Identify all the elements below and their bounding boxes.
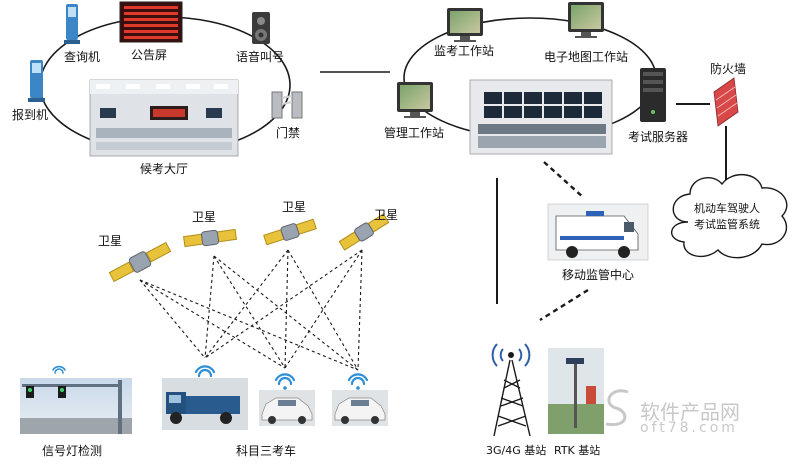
exam-server-label: 考试服务器 — [628, 130, 689, 144]
mobile-base-dash — [539, 288, 589, 322]
mgmt-station-label: 管理工作站 — [384, 126, 445, 140]
gate-label: 门禁 — [276, 126, 301, 140]
mgmt-workstation-icon — [397, 82, 433, 118]
cloud-text-line1: 机动车驾驶人 — [694, 202, 760, 215]
firewall-label: 防火墙 — [710, 62, 747, 76]
rtk-base-photo — [548, 348, 604, 434]
exam-cars-label: 科目三考车 — [236, 444, 297, 458]
satellite-label: 卫星 — [192, 210, 217, 224]
voice-call-label: 语音叫号 — [236, 50, 285, 64]
emap-workstation-icon — [568, 2, 604, 38]
satellite-label: 卫星 — [98, 234, 123, 248]
mobile-van-photo — [547, 203, 649, 261]
wifi-icon — [347, 373, 369, 386]
watermark-logo-icon — [605, 389, 629, 427]
cloud-shape — [671, 174, 788, 259]
checkin-kiosk-label: 报到机 — [12, 108, 49, 122]
cell-tower-icon — [491, 343, 531, 437]
satellite-icon — [108, 241, 172, 283]
base-rtk-label: RTK 基站 — [554, 444, 601, 457]
control-mobile-dash — [543, 161, 585, 199]
monitor-station-label: 监考工作站 — [434, 44, 495, 58]
waiting-hall-label: 候考大厅 — [140, 162, 189, 176]
base-3g4g-label: 3G/4G 基站 — [486, 444, 547, 457]
tower-top — [508, 352, 514, 358]
satellite-signal-lines — [139, 249, 363, 371]
exam-server-icon — [640, 68, 666, 122]
wifi-icon — [52, 365, 66, 374]
wifi-dot — [356, 386, 360, 390]
wifi-icon — [194, 365, 216, 378]
satellite-icon — [338, 213, 390, 251]
signal-detect-label: 信号灯检测 — [42, 444, 103, 458]
monitor-workstation-icon — [447, 8, 483, 42]
mobile-center-label: 移动监管中心 — [562, 268, 635, 282]
query-kiosk-icon — [64, 4, 80, 44]
notice-screen-label: 公告屏 — [131, 48, 168, 62]
exam-car-photo — [332, 390, 388, 426]
exam-car-photo — [259, 390, 315, 426]
satellite-icon — [263, 218, 317, 246]
checkin-kiosk-icon — [28, 60, 45, 102]
speaker-icon — [252, 12, 270, 44]
waiting-hall-photo — [89, 79, 239, 157]
watermark-url: oft78.com — [640, 420, 738, 436]
satellite-icon — [182, 228, 238, 248]
satellite-label: 卫星 — [282, 200, 307, 214]
gate-icon — [271, 91, 303, 119]
exam-truck-photo — [162, 378, 248, 430]
traffic-light-photo — [20, 378, 132, 434]
firewall-icon — [713, 77, 739, 127]
wifi-icon — [274, 373, 296, 386]
query-kiosk-label: 查询机 — [64, 50, 101, 64]
emap-station-label: 电子地图工作站 — [544, 50, 629, 64]
watermark-text: 软件产品网 — [640, 400, 740, 424]
control-room-photo — [469, 79, 613, 155]
satellite-label: 卫星 — [374, 208, 399, 222]
notice-screen-icon — [119, 1, 183, 43]
cloud-text-line2: 考试监管系统 — [694, 218, 760, 231]
wifi-dot — [283, 386, 287, 390]
